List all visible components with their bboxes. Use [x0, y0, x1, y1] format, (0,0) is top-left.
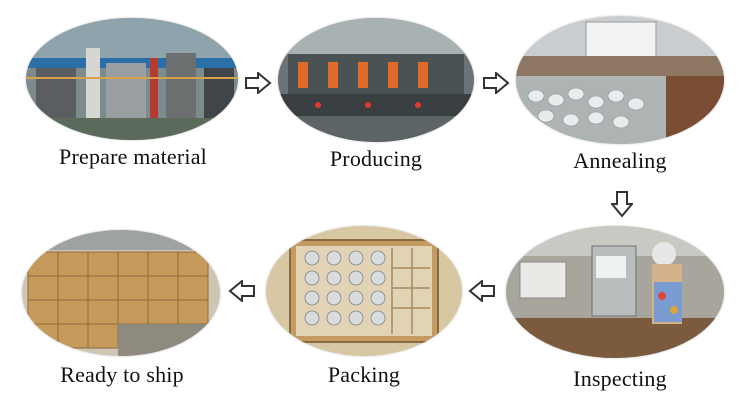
arrow-right-outline-icon	[482, 72, 510, 94]
step-label: Inspecting	[573, 366, 667, 391]
arrow-left-outline-icon	[468, 280, 496, 302]
arrow-down-outline-icon	[611, 190, 633, 218]
step-label: Packing	[327, 362, 401, 387]
step-label: Producing	[329, 146, 423, 171]
step-photo-prepare-material	[26, 18, 238, 140]
step-label: Prepare material	[59, 144, 207, 169]
arrow-left-outline-icon	[228, 280, 256, 302]
step-photo-ready-to-ship	[22, 230, 220, 356]
step-photo-inspecting	[506, 226, 724, 358]
step-label: Annealing	[573, 148, 667, 173]
arrow-right-outline-icon	[244, 72, 272, 94]
step-photo-annealing	[516, 16, 724, 144]
step-label: Ready to ship	[60, 362, 184, 387]
step-photo-packing	[266, 226, 462, 356]
step-photo-producing	[278, 18, 474, 142]
